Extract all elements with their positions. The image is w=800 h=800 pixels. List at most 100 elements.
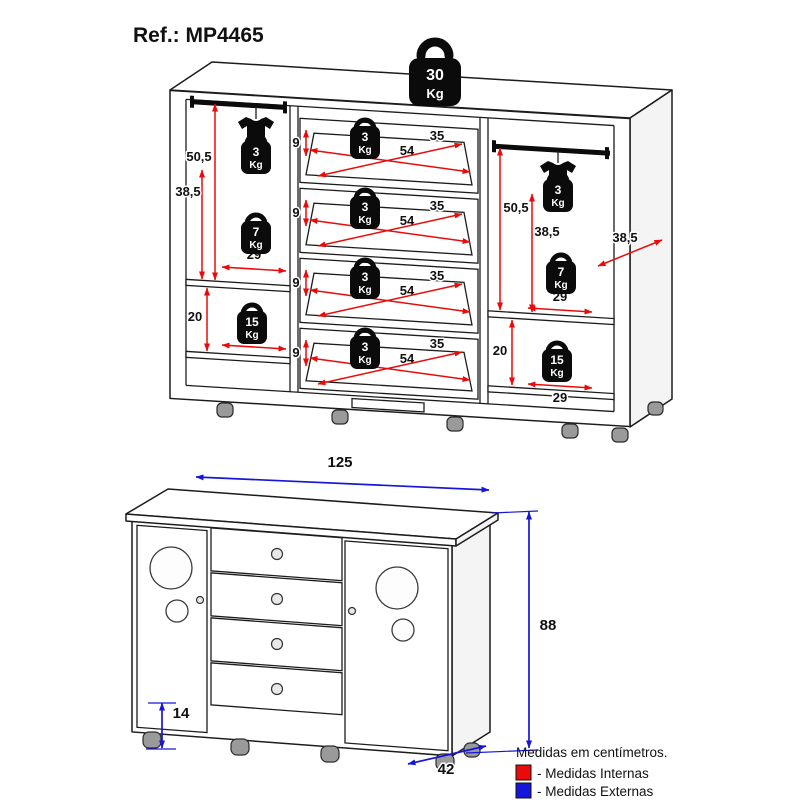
svg-text:7: 7 bbox=[558, 265, 565, 279]
svg-text:3: 3 bbox=[555, 183, 562, 197]
measure-right-lower-width: 29 bbox=[527, 381, 593, 407]
svg-text:125: 125 bbox=[327, 454, 352, 471]
svg-text:7: 7 bbox=[253, 225, 260, 239]
svg-text:Kg: Kg bbox=[550, 368, 563, 379]
page-title: Ref.: MP4465 bbox=[133, 24, 264, 47]
svg-text:35: 35 bbox=[430, 198, 444, 213]
svg-text:50,5: 50,5 bbox=[186, 149, 211, 164]
legend-external-label: - Medidas Externas bbox=[537, 784, 654, 799]
measure-external-depth: 42 bbox=[407, 744, 487, 780]
hanging-rod-left bbox=[192, 99, 286, 110]
svg-text:Kg: Kg bbox=[249, 160, 262, 171]
weight-icon-drawer4-3kg: 3 Kg bbox=[350, 327, 380, 369]
legend-unit-note: Medidas em centímetros. bbox=[516, 745, 668, 760]
svg-text:38,5: 38,5 bbox=[534, 224, 559, 239]
drawer-knob-3 bbox=[270, 637, 284, 651]
base-cutout bbox=[351, 397, 425, 413]
svg-text:9: 9 bbox=[292, 205, 299, 220]
right-door-circle-large bbox=[375, 566, 419, 610]
svg-text:20: 20 bbox=[493, 343, 507, 358]
svg-text:Kg: Kg bbox=[551, 198, 564, 209]
right-door bbox=[344, 540, 449, 752]
svg-text:Kg: Kg bbox=[249, 240, 262, 251]
legend-external-swatch bbox=[515, 782, 532, 799]
weight-icon-drawer3-3kg: 3 Kg bbox=[350, 257, 380, 299]
svg-text:20: 20 bbox=[188, 309, 202, 324]
legend: Medidas em centímetros. - Medidas Intern… bbox=[515, 745, 668, 799]
svg-text:3: 3 bbox=[362, 200, 369, 214]
body-side-face bbox=[451, 520, 491, 757]
svg-text:15: 15 bbox=[550, 353, 564, 367]
drawer-knob-4 bbox=[270, 682, 284, 696]
svg-text:3: 3 bbox=[362, 270, 369, 284]
svg-text:9: 9 bbox=[292, 275, 299, 290]
right-shelf-upper bbox=[487, 310, 615, 326]
svg-text:3: 3 bbox=[362, 340, 369, 354]
right-door-knob bbox=[347, 606, 357, 616]
legend-internal-label: - Medidas Internas bbox=[537, 766, 649, 781]
svg-text:15: 15 bbox=[245, 315, 259, 329]
svg-text:88: 88 bbox=[540, 617, 557, 634]
svg-text:35: 35 bbox=[430, 268, 444, 283]
shirt-icon-left bbox=[238, 107, 274, 143]
svg-text:Kg: Kg bbox=[358, 215, 371, 226]
cabinet-feet bbox=[216, 401, 664, 443]
drawer-knob-1 bbox=[270, 547, 284, 561]
measure-right-lower-height: 20 bbox=[491, 319, 515, 386]
svg-text:Kg: Kg bbox=[358, 355, 371, 366]
cabinet-side-face bbox=[629, 89, 673, 428]
weight-icon-left-rod-3kg: 3 Kg bbox=[241, 132, 271, 174]
measure-side-depth: 38,5 bbox=[597, 229, 663, 267]
legend-internal-swatch bbox=[515, 764, 532, 781]
svg-text:35: 35 bbox=[430, 128, 444, 143]
measure-drawer-3: 9 54 35 bbox=[291, 267, 471, 318]
measure-drawer-2: 9 54 35 bbox=[291, 197, 471, 248]
cabinet-lid bbox=[125, 488, 499, 547]
svg-text:3: 3 bbox=[253, 145, 260, 159]
measure-right-shirt-clearance: 38,5 bbox=[529, 193, 561, 313]
left-shelf-lower bbox=[185, 350, 291, 365]
svg-text:14: 14 bbox=[173, 705, 190, 722]
svg-text:30: 30 bbox=[426, 67, 444, 84]
left-door-knob bbox=[195, 595, 205, 605]
hanging-rod-right bbox=[494, 143, 610, 156]
measure-external-height: 88 bbox=[526, 511, 558, 749]
svg-text:3: 3 bbox=[362, 130, 369, 144]
weight-icon-drawer2-3kg: 3 Kg bbox=[350, 187, 380, 229]
measure-left-rod-height: 50,5 bbox=[185, 103, 218, 281]
svg-text:38,5: 38,5 bbox=[175, 184, 200, 199]
left-door-circle-large bbox=[149, 546, 193, 590]
svg-text:50,5: 50,5 bbox=[503, 200, 528, 215]
svg-text:38,5: 38,5 bbox=[612, 230, 637, 245]
weight-icon-left-lower-15kg: 15 Kg bbox=[237, 302, 267, 344]
weight-icon-right-rod-3kg: 3 Kg bbox=[543, 170, 573, 212]
svg-text:Kg: Kg bbox=[358, 285, 371, 296]
measure-drawer-1: 9 54 35 bbox=[291, 127, 471, 178]
measure-left-lower-height: 20 bbox=[186, 287, 210, 352]
weight-icon-right-shelf-7kg: 7 Kg bbox=[546, 252, 576, 294]
external-view: 125 88 14 42 bbox=[125, 453, 558, 780]
right-door-circle-small bbox=[391, 618, 415, 642]
svg-text:Kg: Kg bbox=[245, 330, 258, 341]
left-shelf-upper bbox=[185, 278, 291, 293]
svg-text:9: 9 bbox=[292, 345, 299, 360]
svg-text:Kg: Kg bbox=[426, 86, 443, 101]
body-structure bbox=[131, 520, 453, 757]
left-door-circle-small bbox=[165, 599, 189, 623]
measure-foot-height: 14 bbox=[159, 702, 191, 749]
weight-icon-left-shelf-7kg: 7 Kg bbox=[241, 212, 271, 254]
svg-text:9: 9 bbox=[292, 135, 299, 150]
svg-text:35: 35 bbox=[430, 336, 444, 351]
weight-icon-drawer1-3kg: 3 Kg bbox=[350, 117, 380, 159]
measure-drawer-4: 9 54 35 bbox=[291, 335, 471, 386]
svg-text:29: 29 bbox=[553, 390, 567, 405]
weight-icon-top-30kg: 30 Kg bbox=[409, 37, 461, 106]
svg-text:Kg: Kg bbox=[358, 145, 371, 156]
drawer-knob-2 bbox=[270, 592, 284, 606]
internal-view: 50,5 38,5 29 20 29 50,5 38,5 29 bbox=[169, 37, 673, 443]
weight-icon-right-lower-15kg: 15 Kg bbox=[542, 340, 572, 382]
measure-left-shirt-clearance: 38,5 bbox=[174, 169, 205, 280]
measure-right-rod-height: 50,5 bbox=[497, 147, 530, 311]
svg-text:Kg: Kg bbox=[554, 280, 567, 291]
